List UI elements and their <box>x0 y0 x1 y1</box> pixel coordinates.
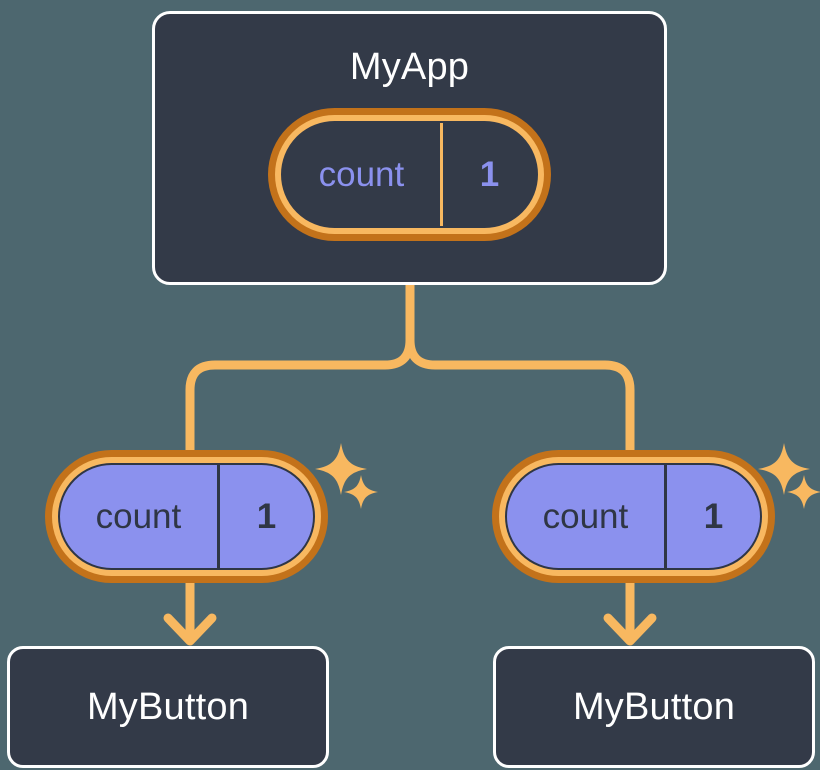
state-key-label: count <box>318 155 405 194</box>
state-pill-body: count 1 <box>58 463 315 570</box>
component-card-mybutton-left[interactable]: MyButton <box>7 646 329 768</box>
state-key-label: count <box>95 497 182 536</box>
tree-connector-path-right <box>405 335 635 457</box>
component-card-mybutton-right[interactable]: MyButton <box>493 646 815 768</box>
component-title-mybutton: MyButton <box>572 686 736 728</box>
state-value-label: 1 <box>439 123 536 226</box>
state-pill-ring: count 1 <box>275 115 544 234</box>
state-pill-child-left[interactable]: count 1 <box>45 450 328 583</box>
state-value-label: 1 <box>663 465 760 568</box>
arrow-down-icon-right <box>603 573 657 646</box>
state-key-label: count <box>542 497 629 536</box>
tree-connector-path <box>185 280 415 457</box>
state-pill-child-right[interactable]: count 1 <box>492 450 775 583</box>
arrow-down-icon-left <box>163 573 217 646</box>
state-pill-body: count 1 <box>505 463 762 570</box>
state-pill-body: count 1 <box>281 121 538 228</box>
component-title-myapp: MyApp <box>349 46 470 88</box>
state-pill-myapp[interactable]: count 1 <box>268 108 551 241</box>
state-pill-ring: count 1 <box>499 457 768 576</box>
component-title-mybutton: MyButton <box>86 686 250 728</box>
state-value-label: 1 <box>216 465 313 568</box>
state-pill-ring: count 1 <box>52 457 321 576</box>
